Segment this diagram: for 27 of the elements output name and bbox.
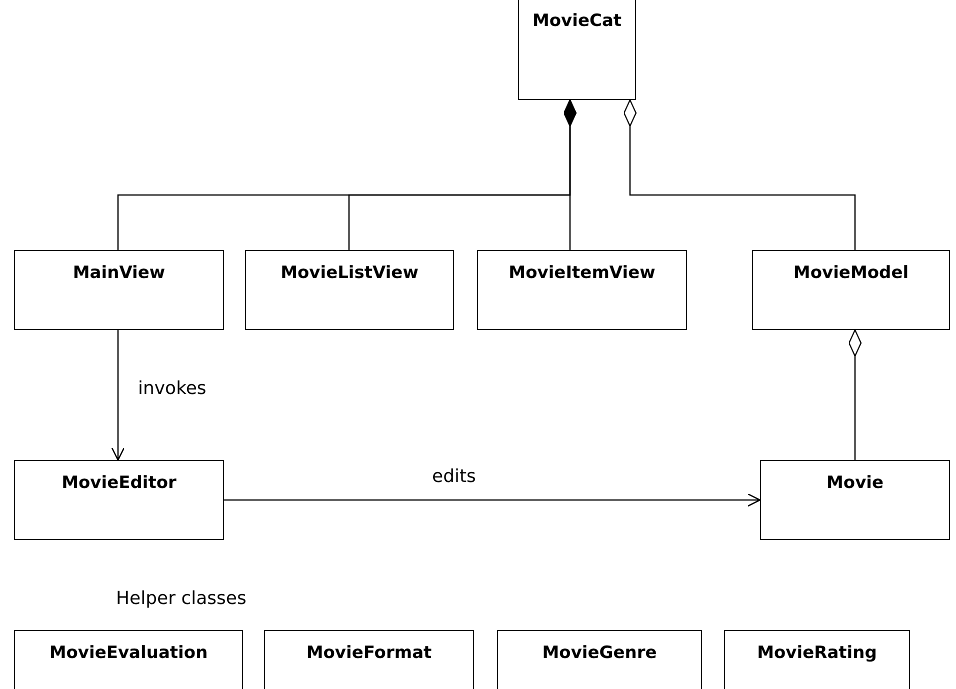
arrow — [224, 493, 761, 507]
class-name: MovieModel — [792, 263, 910, 283]
class-name: MovieEditor — [60, 473, 178, 493]
class-name: MovieEvaluation — [48, 643, 209, 663]
class-box — [724, 630, 910, 689]
class-box — [518, 0, 636, 100]
class-name: MovieItemView — [508, 263, 656, 283]
class-name: MovieFormat — [305, 643, 433, 663]
class-box — [14, 250, 224, 330]
class-box — [497, 630, 702, 689]
aggregation-connector — [564, 100, 576, 250]
class-name: MovieGenre — [541, 643, 658, 663]
aggregation-connector — [848, 329, 862, 460]
class-box — [760, 460, 950, 540]
class-box — [752, 250, 950, 330]
aggregation-connector — [623, 99, 856, 250]
arrow — [111, 330, 125, 461]
class-name: MovieRating — [756, 643, 878, 663]
class-box — [14, 460, 224, 540]
class-box — [477, 250, 687, 330]
class-name: MovieCat — [531, 11, 623, 31]
class-name: MainView — [72, 263, 166, 283]
class-box — [264, 630, 474, 689]
class-box — [245, 250, 454, 330]
class-name: MovieListView — [280, 263, 420, 283]
class-name: Movie — [825, 473, 885, 493]
class-box — [14, 630, 243, 689]
